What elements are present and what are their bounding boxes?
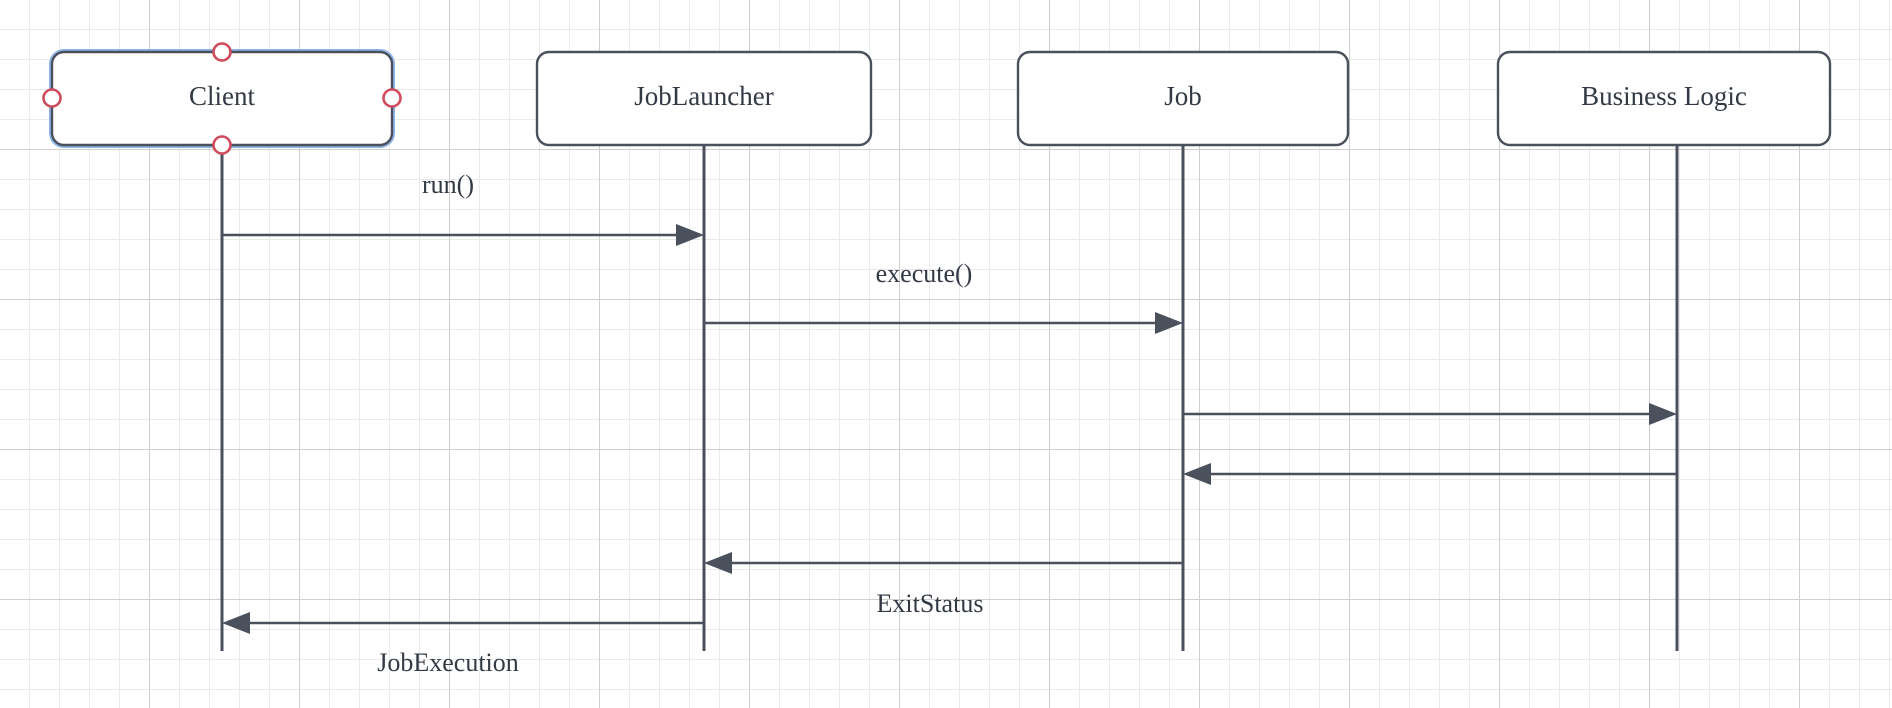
job-box[interactable] xyxy=(1016,50,1350,147)
client-handle-left-icon[interactable] xyxy=(42,88,62,108)
business-logic-label: Business Logic xyxy=(1581,81,1747,111)
message-execute-label: execute() xyxy=(876,259,973,288)
message-run-label: run() xyxy=(422,170,474,199)
message-execute-arrowhead xyxy=(1155,312,1183,334)
client-handle-bottom-icon[interactable] xyxy=(212,135,232,155)
participant-joblauncher[interactable]: JobLauncher xyxy=(535,50,873,147)
joblauncher-label: JobLauncher xyxy=(634,81,773,111)
joblauncher-box[interactable] xyxy=(535,50,873,147)
messages-group: run() execute() xyxy=(222,170,1677,677)
message-execute[interactable]: execute() xyxy=(704,259,1183,334)
message-run[interactable]: run() xyxy=(222,170,704,246)
job-label: Job xyxy=(1164,81,1202,111)
message-jobexecution[interactable]: JobExecution xyxy=(222,612,704,677)
message-exitstatus-arrowhead xyxy=(704,552,732,574)
message-job-to-business[interactable] xyxy=(1183,403,1677,425)
participant-job[interactable]: Job xyxy=(1016,50,1350,147)
message-job-to-business-arrowhead xyxy=(1649,403,1677,425)
message-exitstatus[interactable]: ExitStatus xyxy=(704,552,1183,618)
message-jobexecution-label: JobExecution xyxy=(377,648,519,677)
message-business-to-job-arrowhead xyxy=(1183,463,1211,485)
participants-group: Client JobLauncher Job Business Logic xyxy=(42,42,1832,155)
business-logic-box[interactable] xyxy=(1496,50,1832,147)
participant-business-logic[interactable]: Business Logic xyxy=(1496,50,1832,147)
message-jobexecution-arrowhead xyxy=(222,612,250,634)
message-exitstatus-label: ExitStatus xyxy=(877,589,984,618)
message-business-to-job[interactable] xyxy=(1183,463,1677,485)
client-handle-right-icon[interactable] xyxy=(382,88,402,108)
message-run-arrowhead xyxy=(676,224,704,246)
participant-client[interactable]: Client xyxy=(42,42,402,155)
client-handle-top-icon[interactable] xyxy=(212,42,232,62)
lifelines-group xyxy=(220,145,1679,651)
client-label: Client xyxy=(189,81,255,111)
